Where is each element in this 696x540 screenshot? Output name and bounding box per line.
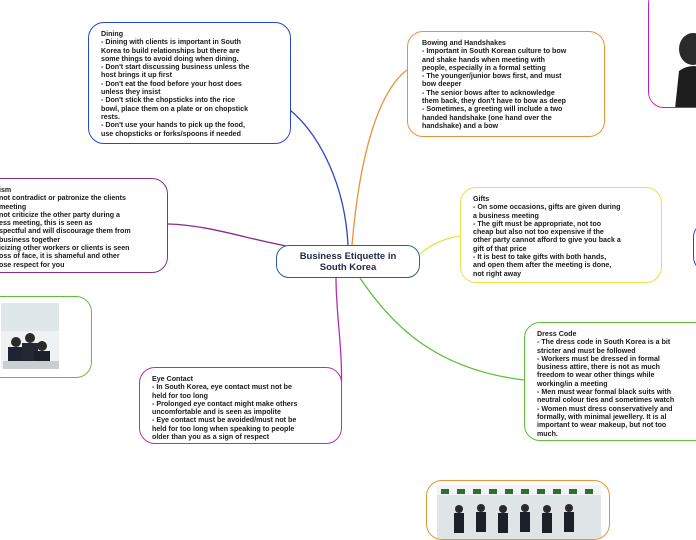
mind-map-canvas	[167, 69, 525, 406]
photo-business-team[interactable]	[426, 480, 610, 540]
node-dress-line: formally, with minimal jewellery. It is …	[537, 412, 667, 421]
connector-bowing	[351, 69, 408, 246]
node-dress-line: - Workers must be dressed in formal	[537, 354, 660, 363]
node-criticism-line: business together	[0, 235, 61, 244]
node-criticism-line: oss of face, it is shameful and other	[0, 252, 120, 261]
node-dress-code[interactable]: Dress Code - The dress code in South Kor…	[524, 322, 696, 441]
connector-criticism	[167, 223, 293, 248]
node-gifts-line: - It is best to take gifts with both han…	[473, 253, 607, 262]
node-eye-line: held for too long when speaking to peopl…	[152, 424, 295, 433]
node-bowing[interactable]: Bowing and Handshakes - Important in Sou…	[407, 31, 605, 137]
central-topic-label: Business Etiquette in South Korea	[299, 250, 397, 273]
node-bowing-line: - The younger/junior bows first, and mus…	[422, 72, 562, 81]
connector-gifts	[419, 235, 461, 255]
node-criticism-line: ess meeting, this is seen as	[0, 219, 93, 228]
node-bowing-line: bow deeper	[422, 80, 462, 89]
node-gifts-line: and open them after the meeting is done,	[473, 261, 612, 270]
meeting-illustration	[1, 303, 59, 369]
node-eye-line: uncomfortable and is seen as impolite	[152, 408, 281, 417]
node-dress-line: freedom to wear other things while	[537, 371, 655, 380]
node-bowing-line: - Sometimes, a greeting will include a t…	[422, 105, 563, 114]
node-dress-line: much.	[537, 429, 558, 438]
photo-bowing-person[interactable]	[648, 0, 696, 108]
node-criticism-line: spectful and will discourage them from	[0, 227, 131, 236]
node-gifts-line: gift of that price	[473, 244, 527, 253]
connector-dining	[289, 109, 349, 246]
team-illustration	[437, 485, 601, 539]
node-dress-line: - Men must wear formal black suits with	[537, 388, 672, 397]
node-criticism-line: not criticize the other party during a	[0, 210, 121, 219]
node-eye-title: Eye Contact	[152, 375, 193, 383]
node-criticism-line: ose respect for you	[0, 260, 65, 269]
node-eye-line: older than you as a sign of respect	[152, 433, 270, 442]
node-bowing-line: handshake) and a bow	[422, 121, 499, 130]
node-dining-line: unless they insist	[101, 88, 161, 97]
node-eye-line: - Eye contact must be avoided/must not b…	[152, 416, 297, 425]
node-dress-line: working/in a meeting	[537, 379, 608, 388]
node-bowing-line: - The senior bows after to acknowledge	[422, 88, 555, 97]
node-criticism[interactable]: ism not contradict or patronize the clie…	[0, 178, 168, 273]
node-dining-line: host brings it up first	[101, 71, 172, 80]
node-eye-line: - Prolonged eye contact might make other…	[152, 399, 298, 408]
node-eye-line: held for too long	[152, 391, 208, 400]
photo-business-meeting[interactable]	[0, 296, 92, 378]
node-gifts[interactable]: Gifts - On some occasions, gifts are giv…	[460, 187, 662, 283]
node-dining-line: - Dining with clients is important in So…	[101, 38, 241, 47]
node-dining[interactable]: Dining - Dining with clients is importan…	[88, 22, 291, 144]
node-bowing-line: people, especially in a formal setting	[422, 63, 546, 72]
node-dining-title: Dining	[101, 30, 124, 38]
node-gifts-line: other party cannot afford to give you ba…	[473, 236, 621, 245]
node-gifts-line: - On some occasions, gifts are given dur…	[473, 203, 621, 212]
node-dress-line: business attire, there is not as much	[537, 363, 660, 372]
node-dress-line: - Women must dress conservatively and	[537, 404, 673, 413]
node-dining-line: rests.	[101, 112, 120, 121]
node-dining-line: - Don't stick the chopsticks into the ri…	[101, 96, 236, 105]
node-bowing-line: - Important in South Korean culture to b…	[422, 47, 567, 56]
node-dining-line: - Don't use your hands to pick up the fo…	[101, 121, 245, 130]
node-gifts-line: a business meeting	[473, 211, 539, 220]
node-dress-line: important to wear makeup, but not too	[537, 421, 667, 430]
node-gifts-line: - The gift must be appropriate, not too	[473, 219, 602, 228]
node-gifts-line: cheap but also not too expensive if the	[473, 228, 604, 237]
node-dining-line: use chopsticks or forks/spoons if needed	[101, 129, 241, 138]
node-criticism-line: not contradict or patronize the clients	[0, 194, 126, 203]
node-eye-contact[interactable]: Eye Contact - In South Korea, eye contac…	[139, 367, 342, 444]
node-dress-line: stricter and must be followed	[537, 346, 636, 355]
node-dining-line: bowl, place them on a plate or on chopst…	[101, 104, 249, 113]
node-criticism-line: icizing other workers or clients is seen	[0, 244, 130, 253]
node-bowing-title: Bowing and Handshakes	[422, 39, 506, 47]
node-gifts-title: Gifts	[473, 195, 490, 203]
node-bowing-line: them back, they don't have to bow as dee…	[422, 97, 566, 106]
node-dress-title: Dress Code	[537, 330, 577, 338]
node-bowing-line: handed handshake (one hand over the	[422, 113, 552, 122]
node-criticism-line: meeting	[0, 202, 27, 211]
node-dining-line: Korea to build relationships but there a…	[101, 46, 240, 55]
node-eye-line: - In South Korea, eye contact must not b…	[152, 383, 292, 392]
node-dining-line: - Don't eat the food before your host do…	[101, 79, 242, 88]
node-gifts-line: not right away	[473, 269, 522, 278]
person-illustration	[649, 0, 696, 107]
central-topic[interactable]: Business Etiquette in South Korea	[276, 245, 420, 278]
node-dress-line: neutral colour ties and sometimes watch	[537, 396, 675, 405]
node-dining-line: - Don't start discussing business unless…	[101, 63, 250, 72]
node-criticism-title: ism	[0, 186, 12, 194]
node-bowing-line: and shake hands when meeting with	[422, 55, 545, 64]
node-dress-line: - The dress code in South Korea is a bit	[537, 338, 671, 347]
connector-dress	[359, 277, 525, 381]
node-dining-line: some things to avoid doing when dining.	[101, 54, 239, 63]
